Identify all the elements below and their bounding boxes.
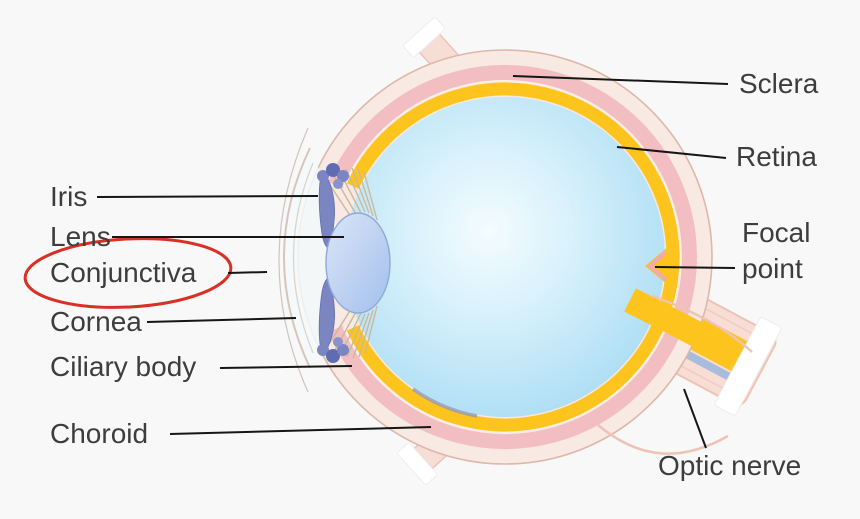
label-lines	[96, 75, 736, 449]
cornea-inner-surface	[292, 162, 314, 354]
cornea-outer-surface	[283, 147, 311, 369]
label-conjunctiva: Conjunctiva	[50, 257, 197, 288]
muscle-cut-end-top	[403, 17, 446, 58]
label-sclera: Sclera	[739, 68, 819, 99]
conjunctiva-highlight-ellipse	[23, 237, 233, 309]
label-iris: Iris	[50, 181, 87, 212]
conjunctiva-membrane	[278, 127, 309, 393]
label-line-ciliary-body	[219, 365, 353, 369]
labels: Sclera Retina Focal point Optic nerve Ir…	[50, 68, 819, 481]
label-choroid: Choroid	[50, 418, 148, 449]
layer-gap	[342, 80, 682, 434]
label-lens: Lens	[50, 221, 111, 252]
label-line-iris	[96, 195, 319, 198]
zonule-fibers	[327, 167, 378, 359]
label-line-conjunctiva	[227, 271, 268, 274]
label-line-optic-nerve	[683, 388, 707, 449]
label-line-retina	[616, 146, 727, 159]
lens-body	[325, 212, 391, 314]
label-line-choroid	[169, 426, 432, 435]
eyeball	[297, 49, 753, 465]
focal-point-notch	[645, 247, 668, 285]
label-optic-nerve: Optic nerve	[658, 450, 801, 481]
nerve-sheath-lower-edge	[597, 424, 729, 455]
nerve-sheath-upper-edge	[651, 294, 753, 353]
label-cornea: Cornea	[50, 306, 142, 337]
muscle-cut-end-bottom	[397, 442, 438, 485]
retina-layer	[346, 82, 680, 432]
retina-nerve-junction	[624, 288, 737, 364]
label-ciliary-body: Ciliary body	[50, 351, 196, 382]
label-focal-line2: point	[742, 253, 803, 284]
label-line-sclera	[512, 75, 729, 85]
ciliary-body-upper	[317, 163, 349, 189]
label-line-cornea	[146, 317, 297, 323]
label-focal-line1: Focal	[742, 217, 810, 248]
choroid-layer	[328, 65, 697, 449]
iris-upper	[317, 163, 349, 251]
vitreous-body	[345, 97, 665, 417]
choroid-dark-edge	[411, 387, 478, 418]
optic-nerve-cut-end	[714, 317, 782, 416]
label-line-focal-point	[654, 266, 736, 269]
label-retina: Retina	[736, 141, 817, 172]
ciliary-body-lower	[317, 337, 349, 363]
